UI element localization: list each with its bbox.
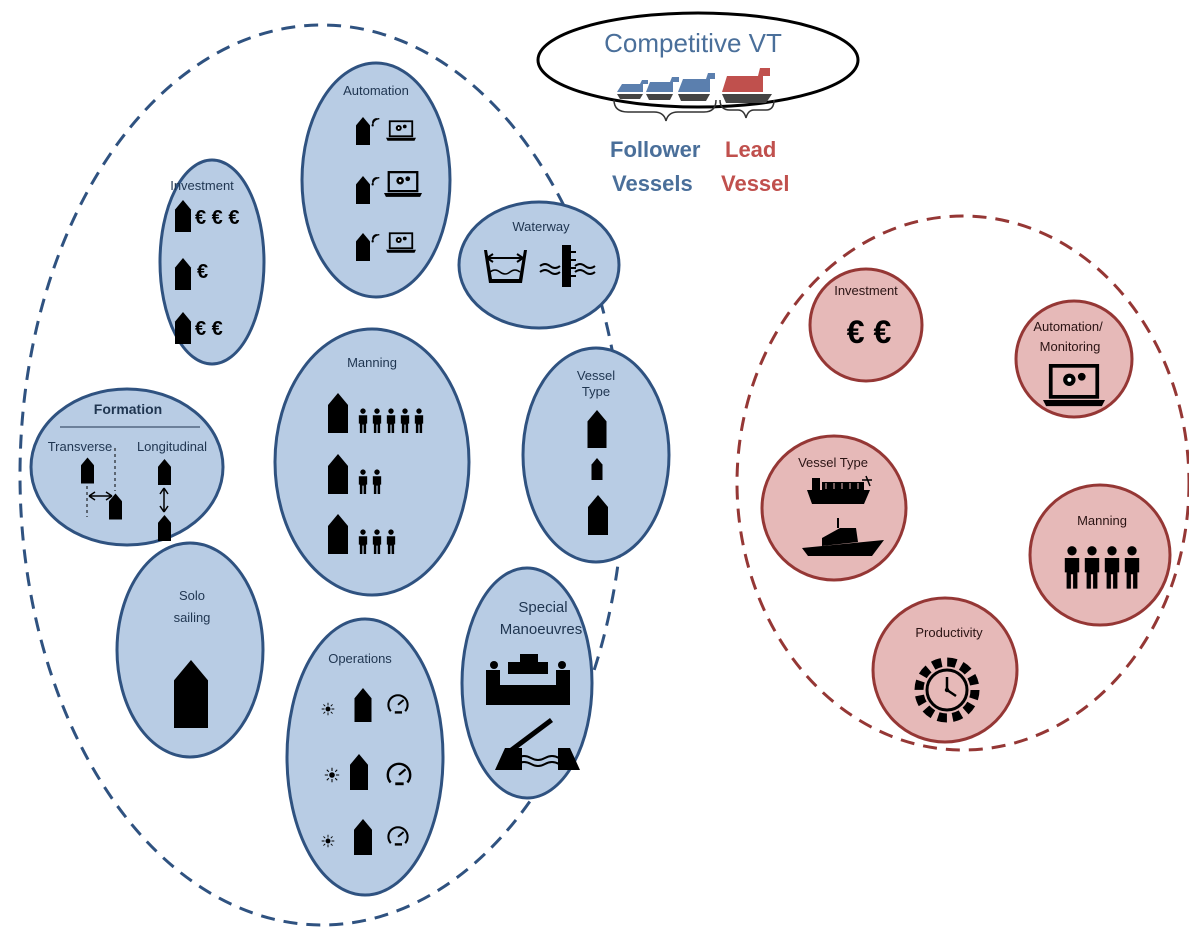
- lead-group-boundary: [735, 214, 1189, 752]
- follower-label-line2: Vessels: [612, 171, 693, 196]
- sun-icon: [324, 767, 340, 783]
- solo-sailing-label-line2: sailing: [174, 610, 211, 625]
- automation-label: Automation: [343, 83, 409, 98]
- follower-investment-node: Investment € € € € € €: [158, 158, 266, 366]
- operations-label: Operations: [328, 651, 392, 666]
- special-manoeuvres-label-line2: Manoeuvres: [500, 621, 583, 638]
- cargo-ship-icon: [807, 475, 872, 504]
- vessel-type-label-line2: Type: [582, 384, 610, 399]
- follower-automation-node: Automation: [300, 61, 452, 299]
- transverse-label: Transverse: [48, 439, 113, 454]
- channel-width-icon: [484, 250, 527, 283]
- follower-formation-node: Formation Transverse Longitudinal: [29, 387, 225, 547]
- follower-label-line1: Follower: [610, 137, 701, 162]
- competitive-vt-header: Competitive VT Follower Vessels Lead Ves…: [536, 11, 860, 196]
- lead-automation-label-line1: Automation/: [1033, 319, 1103, 334]
- investment-row-1: € € €: [195, 207, 239, 229]
- follower-manning-node: Manning: [273, 327, 471, 597]
- lead-manning-label: Manning: [1077, 513, 1127, 528]
- lead-investment-value: € €: [847, 314, 892, 350]
- patrol-boat-icon: [802, 518, 884, 556]
- water-depth-icon: [539, 245, 596, 287]
- follower-brace: [613, 99, 717, 122]
- lock-icon: [486, 654, 570, 705]
- lead-productivity-label: Productivity: [915, 625, 983, 640]
- follower-solo-sailing-node: Solo sailing: [115, 541, 265, 759]
- follower-operations-node: Operations: [285, 617, 445, 897]
- follower-vessel-type-node: Vessel Type: [521, 346, 671, 564]
- gear-clock-icon: [914, 657, 980, 723]
- movable-bridge-icon: [495, 718, 580, 770]
- lead-label-line2: Vessel: [721, 171, 790, 196]
- special-manoeuvres-label-line1: Special: [518, 599, 567, 616]
- vessel-type-label-line1: Vessel: [577, 368, 615, 383]
- longitudinal-label: Longitudinal: [137, 439, 207, 454]
- lead-manning-node: Manning: [1028, 483, 1172, 627]
- lead-vessel-type-label: Vessel Type: [798, 455, 868, 470]
- lead-automation-monitoring-node: Automation/ Monitoring: [1014, 299, 1134, 419]
- investment-row-3: € €: [195, 318, 223, 340]
- lead-automation-label-line2: Monitoring: [1040, 339, 1101, 354]
- follower-special-manoeuvres-node: Special Manoeuvres: [460, 566, 594, 800]
- manning-label: Manning: [347, 355, 397, 370]
- waterway-label: Waterway: [512, 219, 570, 234]
- solo-sailing-label-line1: Solo: [179, 588, 205, 603]
- lead-productivity-node: Productivity: [871, 596, 1019, 744]
- lead-brace: [719, 99, 775, 119]
- sun-icon: [321, 702, 335, 716]
- lead-investment-label: Investment: [834, 283, 898, 298]
- follower-investment-label: Investment: [170, 178, 234, 193]
- lead-label-line1: Lead: [725, 137, 776, 162]
- header-title: Competitive VT: [604, 28, 782, 58]
- formation-label: Formation: [94, 401, 162, 417]
- sun-icon: [321, 834, 335, 848]
- lead-investment-node: Investment € €: [808, 267, 924, 383]
- lead-vessel-type-node: Vessel Type: [760, 434, 908, 582]
- follower-waterway-node: Waterway: [457, 200, 621, 330]
- investment-row-2: €: [197, 261, 208, 283]
- convoy-icon: [617, 68, 772, 103]
